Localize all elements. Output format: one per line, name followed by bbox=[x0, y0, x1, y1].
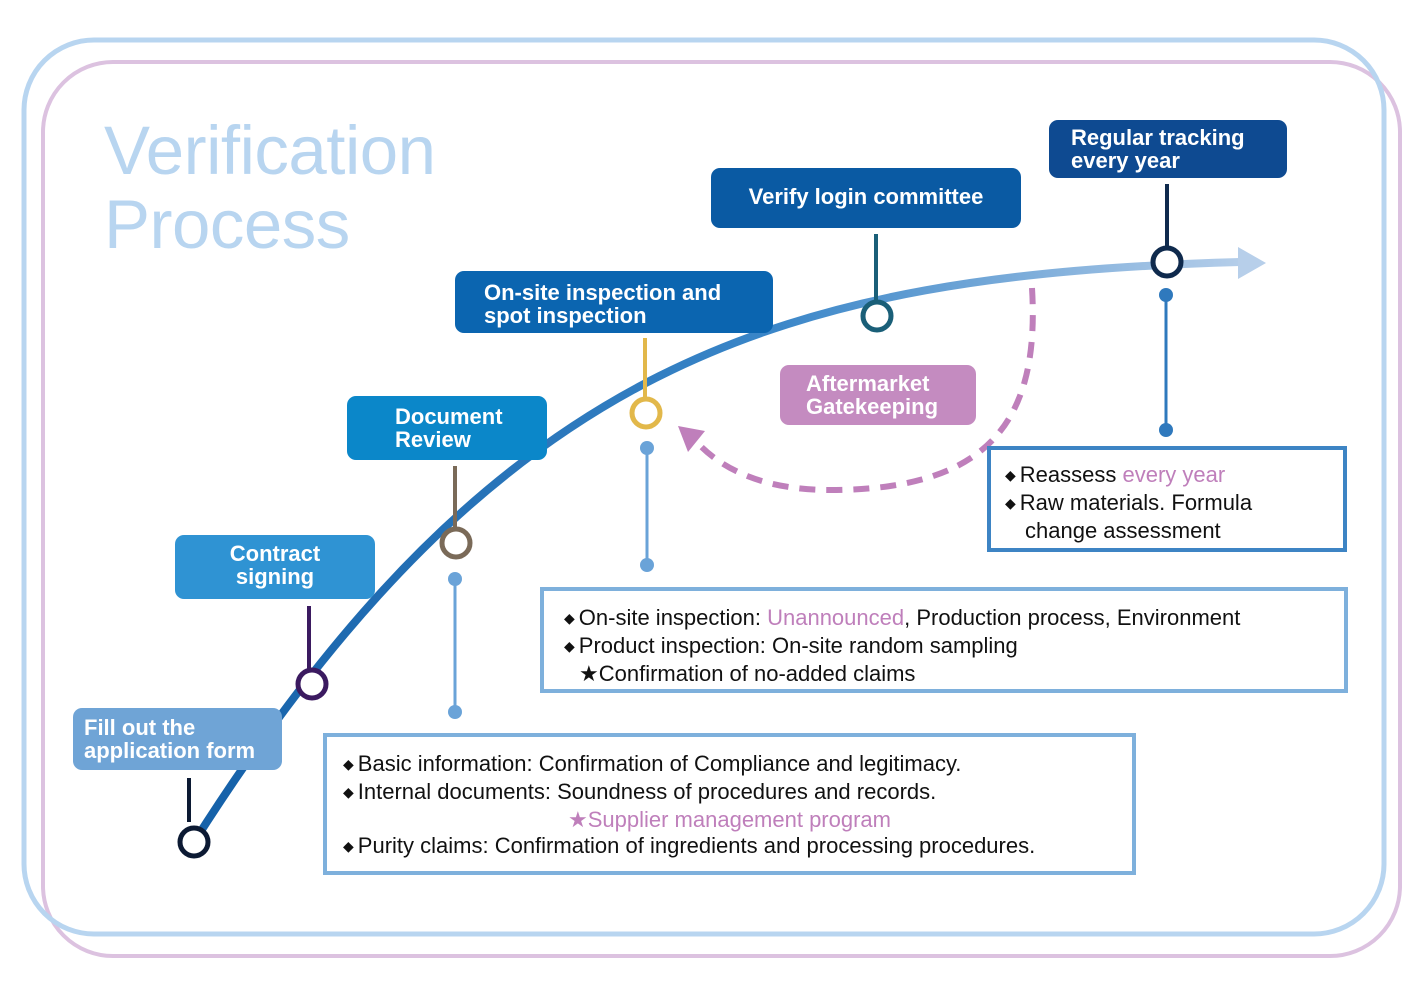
node-onsite bbox=[629, 396, 663, 430]
detail-no-added-claims: ★Confirmation of no-added claims bbox=[579, 661, 916, 686]
frame-pink bbox=[41, 60, 1402, 958]
detail-product-inspection: ◆Product inspection: On-site random samp… bbox=[564, 633, 1018, 658]
curve-arrowhead-icon bbox=[1238, 247, 1266, 279]
pointer-tracking-bottom-dot bbox=[1159, 423, 1173, 437]
detail-supplier-program: ★Supplier management program bbox=[568, 807, 891, 832]
document-review-details-box: ◆Basic information: Confirmation of Comp… bbox=[323, 733, 1136, 875]
node-contract bbox=[295, 667, 329, 701]
step-label-onsite: On-site inspection and spot inspection bbox=[455, 271, 773, 333]
diamond-bullet-icon: ◆ bbox=[1005, 467, 1016, 483]
detail-raw-materials: ◆Raw materials. Formula bbox=[1005, 490, 1253, 515]
step-label-tracking: Regular tracking every year bbox=[1049, 120, 1287, 178]
tracking-details-box: ◆Reassess every year ◆Raw materials. For… bbox=[987, 446, 1347, 552]
pointer-document-top-dot bbox=[448, 572, 462, 586]
detail-reassess: ◆Reassess every year bbox=[1005, 462, 1226, 487]
aftermarket-gatekeeping-label: Aftermarket Gatekeeping bbox=[780, 365, 976, 425]
step-label-committee: Verify login committee bbox=[711, 168, 1021, 228]
detail-purity-claims: ◆Purity claims: Confirmation of ingredie… bbox=[343, 833, 1036, 858]
diamond-bullet-icon: ◆ bbox=[343, 784, 354, 800]
frame-blue bbox=[21, 37, 1387, 937]
node-committee bbox=[860, 299, 894, 333]
detail-onsite-inspection: ◆On-site inspection: Unannounced, Produc… bbox=[564, 605, 1241, 630]
node-tracking bbox=[1150, 245, 1184, 279]
diamond-bullet-icon: ◆ bbox=[1005, 495, 1016, 511]
diamond-bullet-icon: ◆ bbox=[343, 838, 354, 854]
node-document bbox=[439, 526, 473, 560]
title-line-1: Verification bbox=[104, 112, 436, 189]
diamond-bullet-icon: ◆ bbox=[564, 610, 575, 626]
pointer-onsite-top-dot bbox=[640, 441, 654, 455]
aftermarket-return-arrow bbox=[687, 287, 1036, 494]
detail-internal-documents: ◆Internal documents: Soundness of proced… bbox=[343, 779, 937, 804]
pointer-document-bottom-dot bbox=[448, 705, 462, 719]
step-label-application: Fill out the application form bbox=[73, 708, 282, 770]
diamond-bullet-icon: ◆ bbox=[343, 756, 354, 772]
onsite-details-box: ◆On-site inspection: Unannounced, Produc… bbox=[540, 587, 1348, 693]
pointer-onsite-bottom-dot bbox=[640, 558, 654, 572]
process-curve bbox=[190, 258, 1244, 846]
node-application bbox=[177, 825, 211, 859]
detail-formula-change: change assessment bbox=[1025, 518, 1221, 543]
step-label-document-review: Document Review bbox=[347, 396, 547, 460]
diagram-title: Verification Process bbox=[104, 114, 436, 262]
return-arrowhead-icon bbox=[678, 426, 705, 452]
diamond-bullet-icon: ◆ bbox=[564, 638, 575, 654]
step-label-contract: Contract signing bbox=[175, 535, 375, 599]
title-line-2: Process bbox=[104, 186, 350, 263]
detail-basic-information: ◆Basic information: Confirmation of Comp… bbox=[343, 751, 962, 776]
pointer-tracking-top-dot bbox=[1159, 288, 1173, 302]
